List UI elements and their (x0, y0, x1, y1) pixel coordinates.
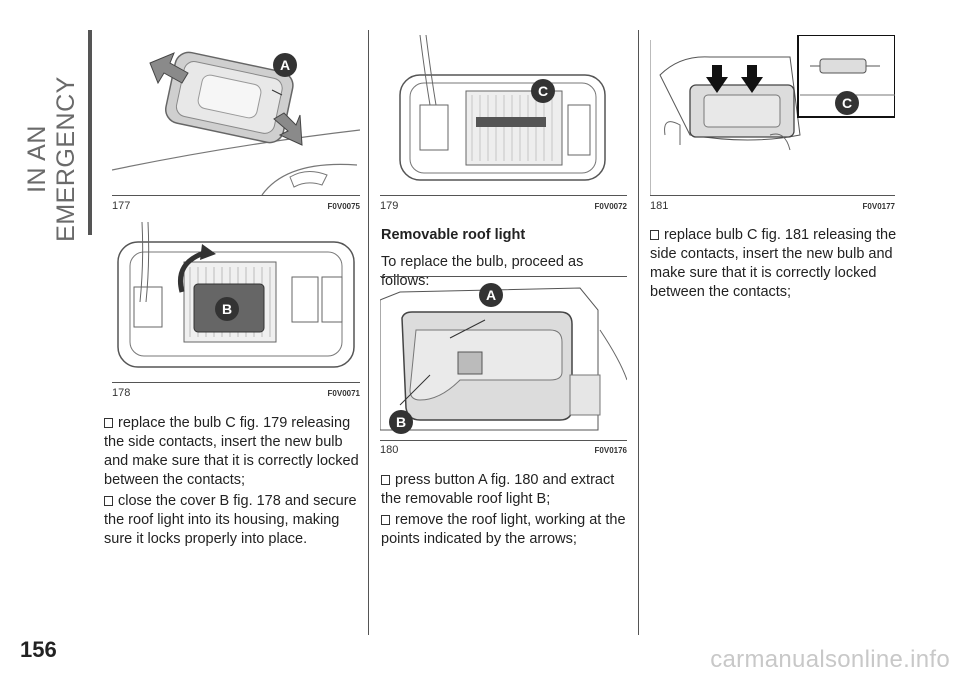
svg-text:B: B (396, 414, 406, 430)
figure-number: 181 (650, 200, 669, 212)
figure-number: 180 (380, 444, 399, 456)
list-item: close the cover B fig. 178 and secure th… (104, 493, 357, 547)
callout-a: A (479, 283, 503, 307)
section-bar (88, 30, 92, 235)
figure-179: C 179 F0V0072 (380, 35, 627, 215)
instruction-list: press button A fig. 180 and extract the … (381, 471, 631, 549)
list-item: replace the bulb C fig. 179 releasing th… (104, 415, 359, 488)
page-number: 156 (20, 637, 57, 662)
list-item: replace bulb C fig. 181 releasing the si… (650, 227, 897, 300)
instruction-list: replace the bulb C fig. 179 releasing th… (104, 414, 360, 549)
bulb-replacement-illustration (650, 35, 895, 195)
svg-text:C: C (842, 95, 852, 111)
bulb-housing-illustration (399, 35, 606, 181)
list-item: press button A fig. 180 and extract the … (381, 472, 615, 507)
intro-text: To replace the bulb, proceed as follows: (381, 254, 584, 289)
checkbox-bullet-icon (650, 230, 659, 240)
svg-text:A: A (486, 287, 496, 303)
section-heading: Removable roof light (381, 227, 526, 243)
svg-text:C: C (538, 83, 548, 99)
callout-c: C (835, 91, 859, 115)
callout-a: A (273, 53, 297, 77)
instruction-list: replace bulb C fig. 181 releasing the si… (650, 226, 900, 302)
checkbox-bullet-icon (104, 496, 113, 506)
checkbox-bullet-icon (104, 418, 113, 428)
figure-code: F0V0177 (862, 202, 895, 211)
figure-177: A 177 F0V0075 (112, 35, 360, 215)
callout-b: B (215, 297, 239, 321)
column-divider (368, 30, 369, 635)
checkbox-bullet-icon (381, 515, 390, 525)
figure-code: F0V0072 (594, 202, 627, 211)
callout-c: C (531, 79, 555, 103)
figure-178: B 178 F0V0071 (112, 222, 360, 404)
figure-181: C 181 F0V0177 (650, 35, 895, 215)
checkbox-bullet-icon (381, 475, 390, 485)
figure-number: 177 (112, 200, 131, 212)
column-divider (638, 30, 639, 635)
section-title: IN AN EMERGENCY (23, 76, 80, 242)
figure-code: F0V0075 (327, 202, 360, 211)
callout-b: B (389, 410, 413, 434)
roof-light-illustration (112, 51, 360, 195)
figure-number: 179 (380, 200, 399, 212)
svg-text:A: A (280, 57, 290, 73)
figure-number: 178 (112, 387, 131, 399)
list-item: remove the roof light, working at the po… (381, 512, 626, 547)
removable-light-illustration (380, 287, 627, 431)
figure-code: F0V0071 (327, 389, 360, 398)
svg-text:B: B (222, 301, 232, 317)
watermark: carmanualsonline.info (710, 646, 950, 673)
figure-code: F0V0176 (594, 446, 627, 455)
section-tab: IN AN EMERGENCY (14, 30, 92, 242)
figure-180: A B 180 F0V0176 (380, 280, 627, 460)
